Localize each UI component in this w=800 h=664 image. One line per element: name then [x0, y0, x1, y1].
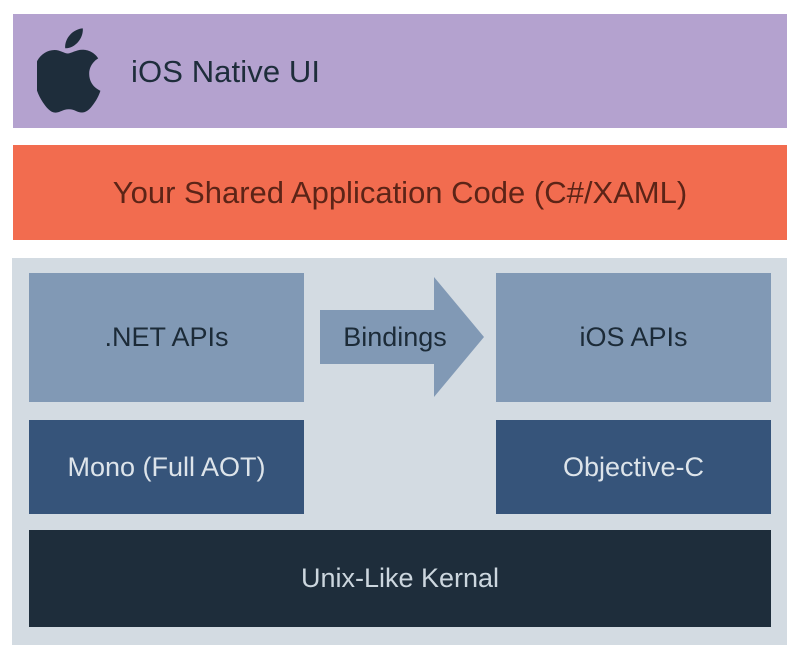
shared-application-code-label: Your Shared Application Code (C#/XAML): [112, 175, 688, 210]
objective-c-box: Objective-C: [496, 420, 771, 514]
apple-logo-icon: [37, 28, 101, 113]
ios-apis-label: iOS APIs: [579, 322, 688, 352]
dotnet-apis-box: .NET APIs: [29, 273, 304, 402]
bindings-arrow-icon: [320, 277, 484, 397]
mono-runtime-box: Mono (Full AOT): [29, 420, 304, 514]
unix-kernel-box: Unix-Like Kernal: [29, 530, 771, 627]
shared-application-code-layer: Your Shared Application Code (C#/XAML): [13, 145, 787, 240]
mono-runtime-label: Mono (Full AOT): [67, 451, 266, 482]
objective-c-label: Objective-C: [562, 451, 705, 482]
platform-layer-container: .NET APIs Bindings iOS APIs Mono (Full A…: [12, 258, 787, 645]
native-ui-label: iOS Native UI: [131, 53, 321, 89]
ios-apis-box: iOS APIs: [496, 273, 771, 402]
dotnet-apis-label: .NET APIs: [104, 322, 229, 352]
native-ui-layer: iOS Native UI: [13, 14, 787, 128]
unix-kernel-label: Unix-Like Kernal: [300, 563, 500, 593]
